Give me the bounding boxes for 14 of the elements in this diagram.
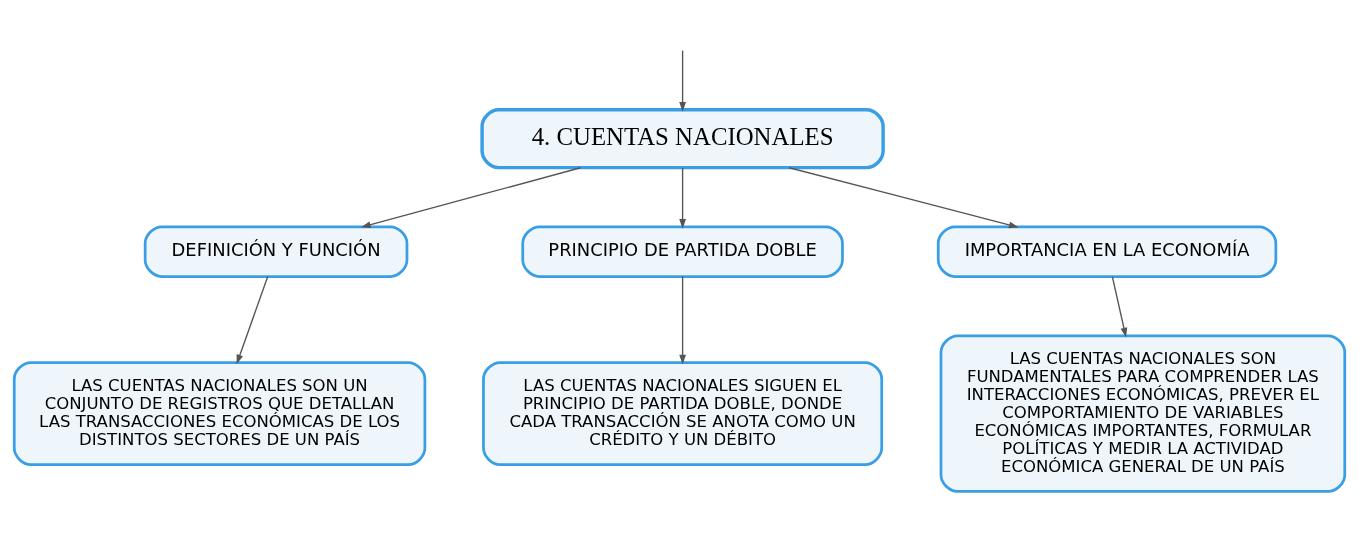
node-box: PRINCIPIO DE PARTIDA DOBLE — [521, 225, 844, 278]
arrow — [788, 166, 1019, 228]
node-box: LAS CUENTAS NACIONALES SON UN CONJUNTO DE REGISTROS QUE DETALLAN LAS TRANSACCIONES ECONÓMICAS DE LOS DISTINTOS SECTORES DE UN PAÍS — [12, 360, 427, 466]
arrow — [236, 275, 269, 364]
node-box: 4. CUENTAS NACIONALES — [480, 107, 885, 169]
node-box: LAS CUENTAS NACIONALES SON FUNDAMENTALES PARA COMPRENDER LAS INTERACCIONES ECONÓMICAS, PREVER EL COMPORTAMIENTO DE VARIABLES ECONÓMICAS IMPORTANTES, FORMULAR POLÍTICAS Y MEDIR LA ACTIVIDAD ECONÓMICA GENERAL DE UN PAÍS — [939, 333, 1347, 493]
node-box: IMPORTANCIA EN LA ECONOMÍA — [936, 225, 1278, 278]
node-box: DEFINICIÓN Y FUNCIÓN — [143, 225, 409, 278]
arrow — [1111, 275, 1128, 337]
arrow — [679, 275, 686, 364]
arrow — [361, 166, 582, 228]
node-box: LAS CUENTAS NACIONALES SIGUEN EL PRINCIPIO DE PARTIDA DOBLE, DONDE CADA TRANSACCIÓN SE ANOTA COMO UN CRÉDITO Y UN DÉBITO — [482, 360, 884, 466]
arrow — [679, 166, 686, 229]
arrow — [679, 49, 686, 112]
